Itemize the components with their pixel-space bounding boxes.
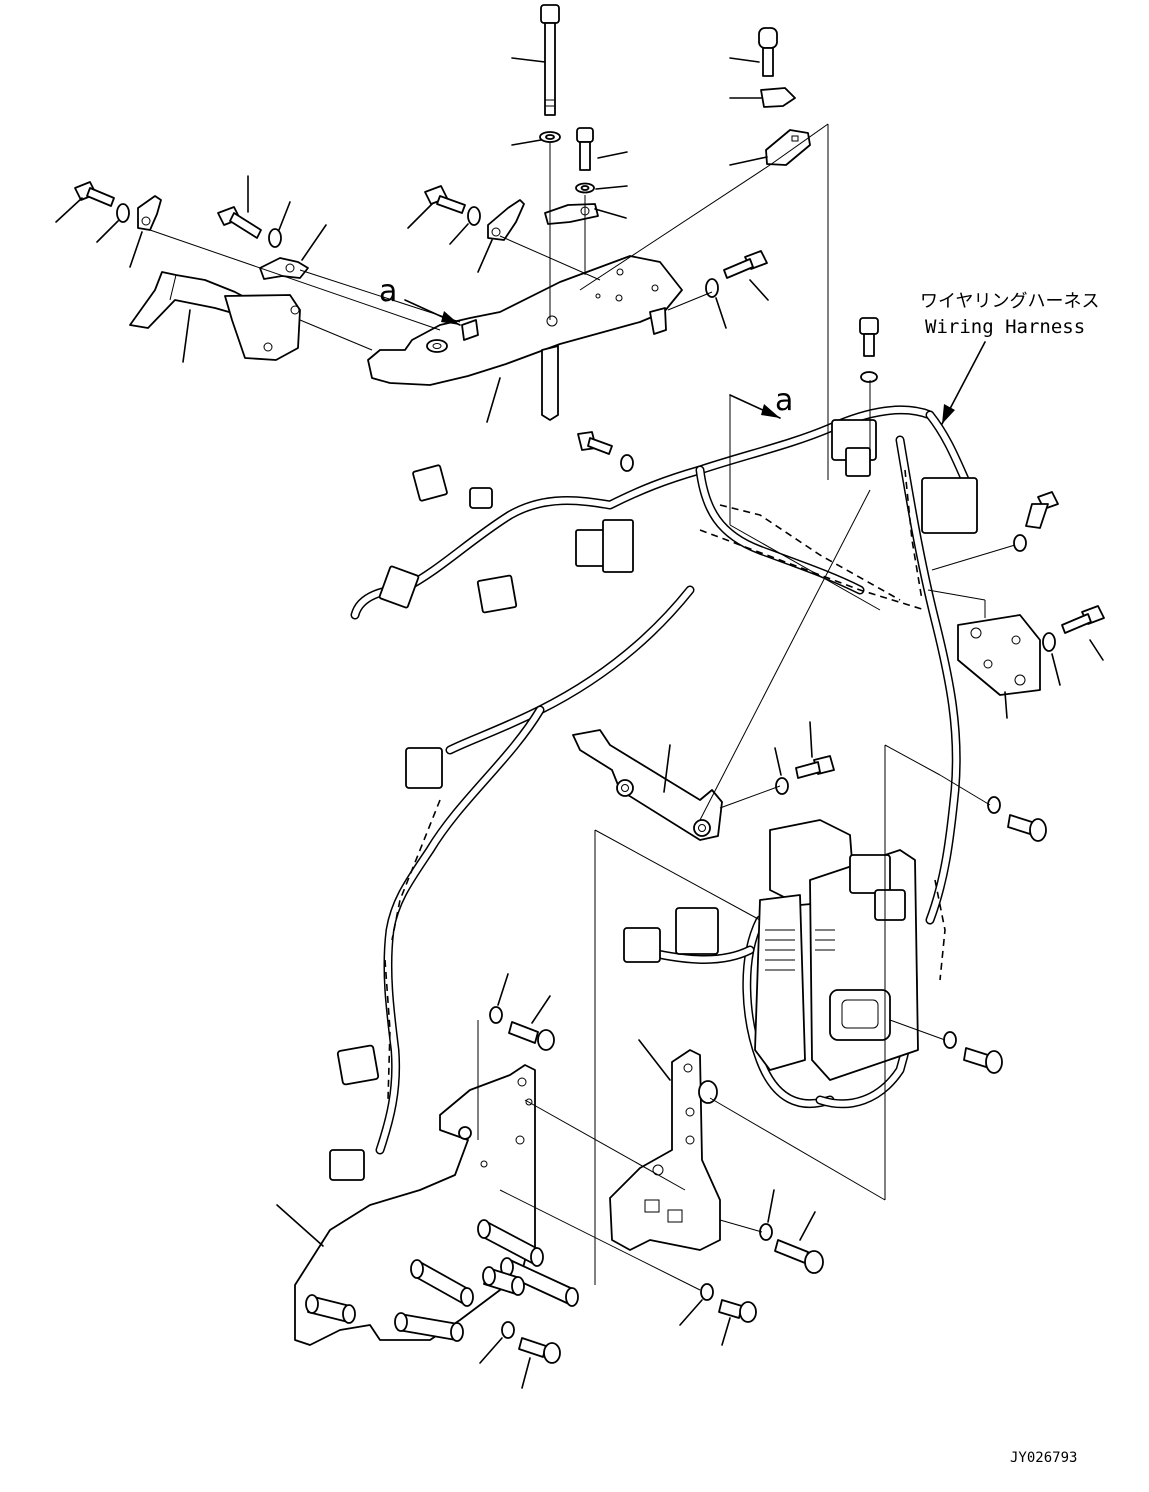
short-bolt [576, 127, 594, 171]
mount-plate-right [957, 614, 1041, 696]
harness-label-jp: ワイヤリングハーネス [920, 291, 1099, 312]
hex-bolt [424, 185, 466, 214]
spacer [305, 1294, 356, 1324]
view-marker-a-2: a [775, 383, 793, 418]
harness-pointer [941, 341, 986, 425]
hex-bolt [1061, 605, 1105, 634]
connector [378, 565, 420, 609]
connector [921, 477, 978, 534]
washer [1042, 632, 1056, 652]
spacer [394, 1312, 464, 1342]
hex-bolt [723, 250, 768, 279]
washer [575, 182, 595, 194]
cap-screw [758, 27, 778, 77]
connector [329, 1149, 365, 1181]
connector [405, 747, 443, 789]
spacer [500, 1257, 579, 1307]
hex-bolt [217, 206, 262, 239]
stay-bracket [572, 729, 723, 841]
washer [501, 1321, 515, 1339]
harness-clip [765, 129, 811, 166]
view-marker-a-1: a [379, 274, 397, 309]
washer [467, 206, 481, 226]
hex-bolt [577, 431, 613, 455]
washer [705, 278, 719, 298]
hidden-lines [384, 469, 946, 1101]
connector [831, 419, 877, 477]
flange-bolt [963, 1047, 1003, 1074]
flange-bolt [774, 1239, 824, 1274]
connector [476, 574, 518, 614]
connector [412, 464, 493, 509]
washer [620, 454, 634, 472]
mount-bracket-right [609, 1049, 721, 1251]
main-mount-plate [367, 255, 683, 421]
washer [116, 203, 130, 223]
view-arrow-a-1 [404, 299, 781, 419]
harness-label-en: Wiring Harness [925, 316, 1085, 338]
washer [987, 796, 1001, 814]
angle-bracket-left [129, 271, 301, 361]
leader-lines [55, 57, 1104, 1389]
connector [575, 519, 634, 573]
flange-bolt [508, 1021, 555, 1051]
spacer [410, 1259, 474, 1307]
mount-bracket-left [294, 1064, 536, 1346]
connector [336, 1044, 380, 1086]
washer [268, 228, 282, 248]
washer [759, 1223, 773, 1241]
clamp-plate [544, 203, 599, 225]
hex-bolt [74, 181, 115, 207]
flange-bolt [518, 1337, 561, 1364]
drawing-number: JY026793 [1010, 1450, 1077, 1466]
alignment-lines [149, 123, 1016, 1291]
washer [943, 1031, 957, 1049]
long-bolt [540, 4, 560, 116]
flange-bolt [1007, 814, 1047, 842]
spacer [482, 1266, 525, 1296]
small-bracket [259, 257, 309, 280]
hex-bolt [859, 317, 879, 357]
washer [539, 131, 561, 143]
control-unit-assembly [623, 819, 919, 1081]
washer [860, 371, 878, 383]
washer [700, 1283, 714, 1301]
washer [775, 777, 789, 795]
hex-bolt [1025, 491, 1059, 529]
flange-bolt [718, 1299, 757, 1323]
small-bracket [137, 195, 162, 231]
small-bracket [487, 199, 525, 241]
hex-bolt [795, 755, 835, 779]
saddle-clip [760, 87, 796, 108]
washer [489, 1006, 503, 1024]
spacer [477, 1219, 544, 1267]
washer [1013, 534, 1027, 552]
